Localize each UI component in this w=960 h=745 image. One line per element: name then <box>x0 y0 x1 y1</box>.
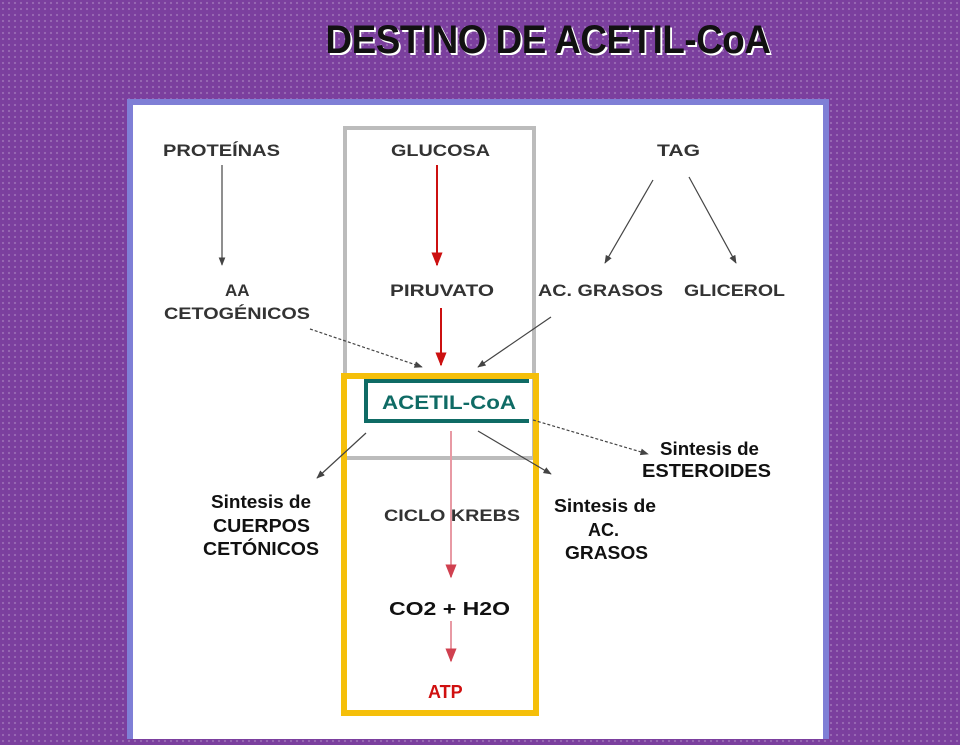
label-glicerol: GLICEROL <box>684 281 785 300</box>
label-acetil-coa: ACETIL-CoA <box>382 393 516 414</box>
label-aa: AA <box>225 281 250 300</box>
label-piruvato: PIRUVATO <box>390 281 494 300</box>
metabolism-diagram: PROTEÍNAS GLUCOSA TAG AA CETOGÉNICOS PIR… <box>163 126 785 716</box>
label-sint-ac-line2: AC. <box>588 520 619 540</box>
arrow-tag-to-acgrasos <box>604 179 654 264</box>
label-ac-grasos: AC. GRASOS <box>538 281 663 300</box>
label-glucosa: GLUCOSA <box>391 141 490 160</box>
label-ciclo-krebs: CICLO KREBS <box>384 506 520 525</box>
arrow-acetil-to-cuerpos <box>316 432 367 479</box>
label-cuerpos-line3: CETÓNICOS <box>203 538 319 559</box>
arrow-acetil-to-esteroides <box>532 419 649 456</box>
label-esteroides-line2: ESTEROIDES <box>642 461 771 481</box>
label-proteinas: PROTEÍNAS <box>163 141 280 160</box>
label-tag: TAG <box>657 141 700 160</box>
label-cetogenicos: CETOGÉNICOS <box>164 304 310 323</box>
krebs-path-highlight-box <box>341 373 539 716</box>
arrow-tag-to-glicerol <box>688 176 737 264</box>
page-title: DESTINO DE ACETIL-CoA <box>325 18 771 62</box>
label-co2-h2o: CO2 + H2O <box>389 599 510 619</box>
label-cuerpos-line1: Sintesis de <box>211 492 311 512</box>
label-cuerpos-line2: CUERPOS <box>213 516 310 536</box>
label-sint-ac-line1: Sintesis de <box>554 496 656 516</box>
acetil-coa-box <box>364 379 529 423</box>
label-atp: ATP <box>428 682 463 702</box>
arrow-acgrasos-to-acetil <box>477 316 552 368</box>
arrow-aa-to-acetil <box>309 328 423 368</box>
label-sint-ac-line3: GRASOS <box>565 543 648 563</box>
label-esteroides-line1: Sintesis de <box>660 439 759 459</box>
glucose-path-highlight-box <box>343 126 536 460</box>
diagram-panel: PROTEÍNAS GLUCOSA TAG AA CETOGÉNICOS PIR… <box>127 99 829 739</box>
arrow-acetil-to-sint-ac <box>477 430 552 475</box>
